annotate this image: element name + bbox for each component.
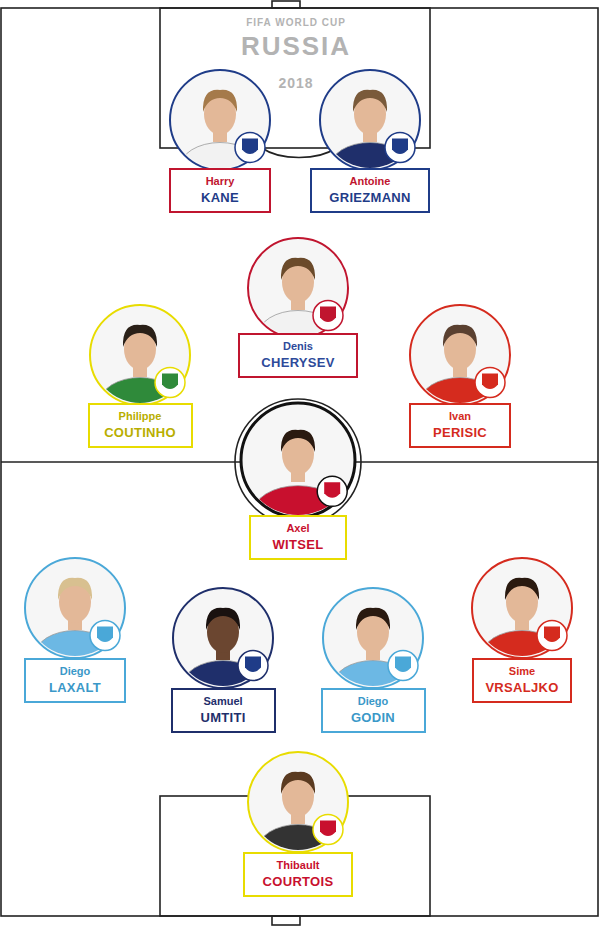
team-badge — [238, 651, 268, 681]
last-name: UMTITI — [182, 709, 265, 726]
hair — [203, 90, 237, 112]
team-crest — [324, 482, 340, 498]
team-crest — [245, 657, 261, 673]
team-badge — [313, 301, 343, 331]
hair — [353, 90, 387, 112]
first-name: Ivan — [420, 409, 500, 424]
team-badge — [235, 133, 265, 163]
team-badge — [388, 651, 418, 681]
watermark-text: RUSSIA — [241, 33, 351, 59]
team-badge — [385, 133, 415, 163]
team-badge — [90, 621, 120, 651]
team-crest — [97, 627, 113, 643]
team-badge — [537, 621, 567, 651]
hair — [281, 258, 315, 280]
last-name: CHERYSEV — [249, 354, 347, 371]
hair — [206, 608, 240, 630]
team-crest — [320, 821, 336, 837]
team-crest — [320, 307, 336, 323]
pitch-outline — [1, 8, 598, 916]
first-name: Axel — [260, 521, 336, 536]
name-box: ThibaultCOURTOIS — [243, 852, 353, 897]
name-box: IvanPERISIC — [409, 403, 511, 448]
team-crest — [395, 657, 411, 673]
name-box: HarryKANE — [169, 168, 271, 213]
first-name: Diego — [35, 664, 115, 679]
hair — [58, 578, 92, 600]
last-name: COUTINHO — [99, 424, 182, 441]
first-name: Harry — [180, 174, 260, 189]
name-box: AxelWITSEL — [249, 515, 347, 560]
first-name: Denis — [249, 339, 347, 354]
first-name: Thibault — [254, 858, 342, 873]
team-crest — [544, 627, 560, 643]
last-name: PERISIC — [420, 424, 500, 441]
name-box: DenisCHERYSEV — [238, 333, 358, 378]
team-badge — [317, 476, 347, 506]
name-box: SamuelUMTITI — [171, 688, 276, 733]
last-name: VRSALJKO — [483, 679, 561, 696]
watermark-text: FIFA WORLD CUP — [246, 18, 346, 28]
hair — [281, 430, 315, 452]
goal — [272, 1, 300, 8]
team-badge — [155, 368, 185, 398]
penalty-arc — [262, 148, 336, 157]
hair — [123, 325, 157, 347]
name-box: AntoineGRIEZMANN — [310, 168, 430, 213]
last-name: WITSEL — [260, 536, 336, 553]
first-name: Diego — [332, 694, 415, 709]
last-name: GODIN — [332, 709, 415, 726]
team-crest — [162, 374, 178, 390]
first-name: Antoine — [321, 174, 419, 189]
watermark-text: 2018 — [278, 76, 313, 90]
hair — [281, 772, 315, 794]
first-name: Philippe — [99, 409, 182, 424]
hair — [505, 578, 539, 600]
hair — [443, 325, 477, 347]
last-name: COURTOIS — [254, 873, 342, 890]
last-name: KANE — [180, 189, 260, 206]
team-badge — [475, 368, 505, 398]
goal — [272, 916, 300, 925]
team-crest — [392, 139, 408, 155]
hair — [356, 608, 390, 630]
last-name: GRIEZMANN — [321, 189, 419, 206]
first-name: Samuel — [182, 694, 265, 709]
team-crest — [482, 374, 498, 390]
name-box: DiegoLAXALT — [24, 658, 126, 703]
name-box: SimeVRSALJKO — [472, 658, 572, 703]
name-box: PhilippeCOUTINHO — [88, 403, 193, 448]
name-box: DiegoGODIN — [321, 688, 426, 733]
last-name: LAXALT — [35, 679, 115, 696]
team-crest — [242, 139, 258, 155]
first-name: Sime — [483, 664, 561, 679]
team-badge — [313, 815, 343, 845]
